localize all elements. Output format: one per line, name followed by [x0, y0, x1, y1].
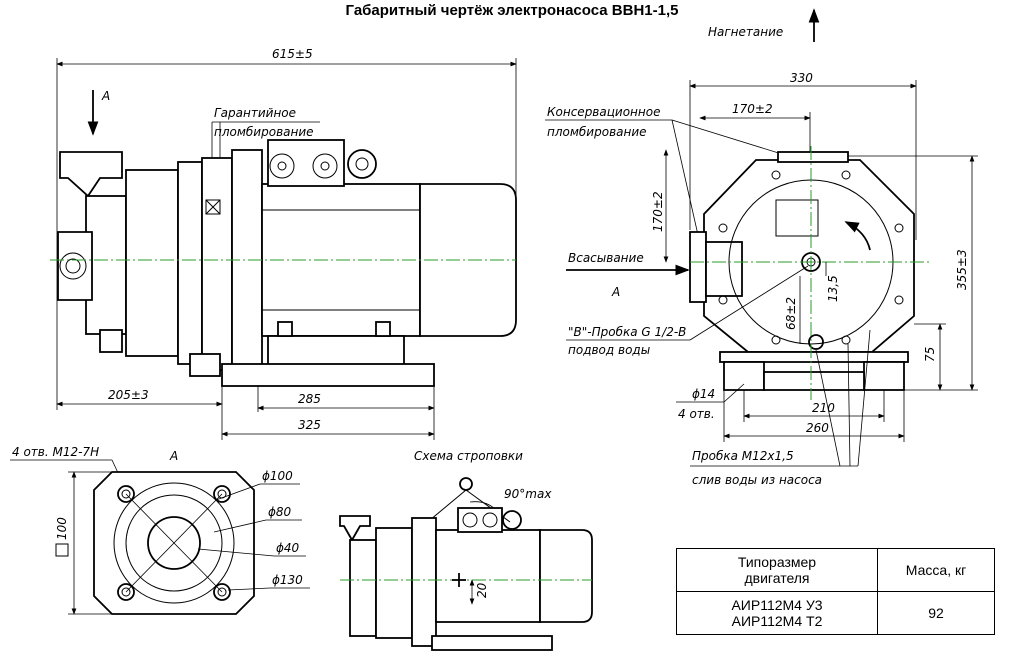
header-motor-line-2: двигателя — [744, 570, 810, 586]
sling-scheme: Схема строповки 90°max 20 — [339, 449, 593, 651]
dim-285: 285 — [298, 392, 321, 406]
dim-330: 330 — [790, 71, 813, 85]
dim-13-5: 13,5 — [826, 275, 840, 302]
header-mass-cell: Масса, кг — [877, 548, 995, 592]
front-view: Нагнетание 330 170±2 Консервационное пло… — [545, 8, 978, 487]
dim-170-horizontal: 170±2 — [732, 102, 773, 116]
suction-label: Всасывание — [568, 251, 644, 265]
dim-615: 615±5 — [272, 47, 313, 61]
dim-260: 260 — [806, 421, 829, 435]
specs-table: Типоразмер двигателя Масса, кг АИР112М4 … — [676, 548, 995, 635]
dim-square-100: 100 — [55, 517, 69, 540]
dim-d130: ϕ130 — [272, 573, 303, 587]
view-a: A 4 отв. М12-7Н 100 ϕ100 ϕ80 ϕ40 ϕ130 — [10, 445, 310, 615]
discharge-label: Нагнетание — [708, 25, 783, 39]
header-motor-line-1: Типоразмер — [737, 554, 817, 570]
drawing-title: Габаритный чертёж электронасоса ВВН1-1,5 — [345, 2, 679, 19]
dim-205: 205±3 — [108, 388, 149, 402]
holes-14-label-2: 4 отв. — [678, 407, 715, 421]
dim-d80: ϕ80 — [268, 505, 292, 519]
dim-210: 210 — [812, 401, 835, 415]
conservation-seal-label-1: Консервационное — [547, 105, 660, 119]
plug-b-label-2: подвод воды — [568, 343, 650, 357]
sling-angle-label: 90°max — [504, 487, 552, 501]
plug-m12-label-1: Пробка М12х1,5 — [692, 449, 794, 463]
plug-b-label-1: "В"-Пробка G 1/2-В — [568, 325, 686, 339]
side-view: 615±5 A Гарантийное пломбирование — [50, 47, 517, 440]
mass-cell: 92 — [877, 591, 995, 635]
holes-m12-label: 4 отв. М12-7Н — [12, 445, 99, 459]
suction-view-a-marker: A — [611, 285, 620, 299]
dim-355: 355±3 — [955, 249, 969, 290]
dim-d100: ϕ100 — [262, 469, 293, 483]
dim-d40: ϕ40 — [276, 541, 300, 555]
view-a-title: A — [169, 449, 178, 463]
plug-m12-label-2: слив воды из насоса — [692, 473, 822, 487]
warranty-seal-label-2: пломбирование — [214, 125, 314, 139]
view-a-marker: A — [101, 89, 110, 103]
dim-68: 68±2 — [784, 297, 798, 330]
warranty-seal-label-1: Гарантийное — [214, 106, 296, 120]
table-row: АИР112М4 У3 АИР112М4 Т2 92 — [676, 591, 995, 635]
motor-cell: АИР112М4 У3 АИР112М4 Т2 — [676, 591, 878, 635]
dim-75: 75 — [923, 347, 937, 362]
sling-scheme-label: Схема строповки — [414, 449, 523, 463]
dim-170-vertical: 170±2 — [651, 191, 665, 232]
sling-dim-20: 20 — [475, 582, 489, 598]
table-row: Типоразмер двигателя Масса, кг — [676, 548, 995, 592]
dim-325: 325 — [298, 418, 321, 432]
header-motor-cell: Типоразмер двигателя — [676, 548, 878, 592]
conservation-seal-label-2: пломбирование — [547, 125, 647, 139]
motor-type-1: АИР112М4 У3 — [731, 597, 823, 613]
motor-type-2: АИР112М4 Т2 — [731, 613, 823, 629]
holes-14-label-1: ϕ14 — [692, 387, 715, 401]
